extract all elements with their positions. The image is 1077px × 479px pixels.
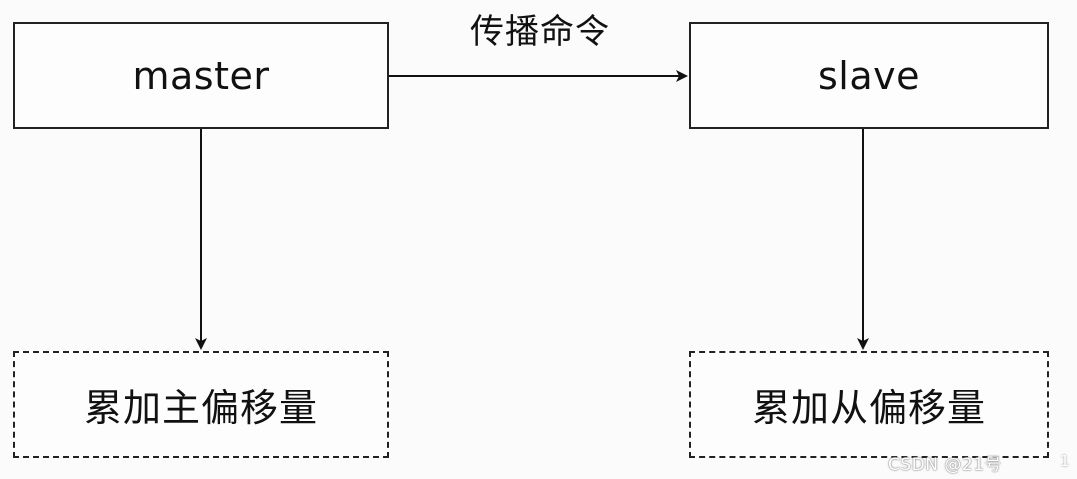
slave-offset-label: 累加从偏移量 bbox=[751, 386, 986, 430]
slave-node: slave bbox=[689, 22, 1049, 129]
master-node: master bbox=[13, 22, 389, 129]
master-offset-label: 累加主偏移量 bbox=[83, 386, 318, 430]
csdn-watermark: CSDN @21号 bbox=[888, 455, 1003, 475]
slave-offset-node: 累加从偏移量 bbox=[689, 351, 1049, 458]
page-number: 1 bbox=[1060, 452, 1070, 470]
master-node-label: master bbox=[132, 53, 270, 98]
slave-node-label: slave bbox=[817, 53, 920, 98]
propagate-command-label: 传播命令 bbox=[470, 12, 610, 52]
master-offset-node: 累加主偏移量 bbox=[13, 351, 389, 458]
